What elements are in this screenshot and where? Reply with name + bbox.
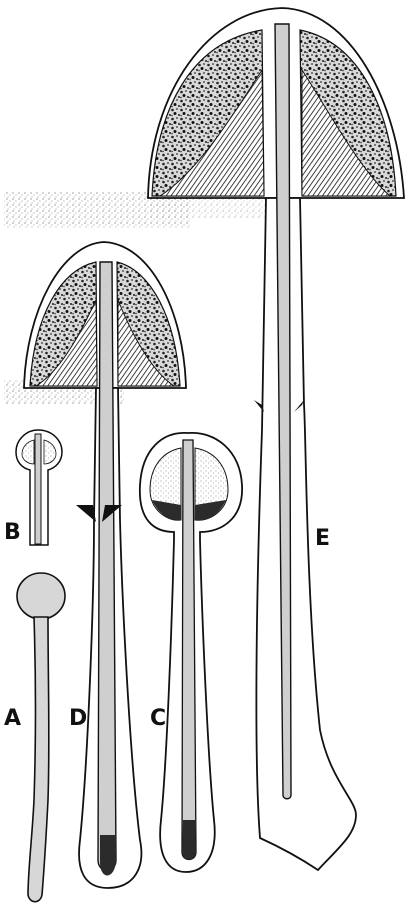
specimen-b — [16, 430, 62, 545]
specimen-c — [140, 433, 242, 872]
panel-label-d: D — [69, 708, 87, 730]
panel-label-b: B — [4, 522, 21, 544]
specimen-a — [17, 573, 65, 902]
panel-label-e: E — [315, 528, 330, 550]
panel-label-a: A — [4, 708, 21, 730]
panel-label-c: C — [150, 708, 166, 730]
